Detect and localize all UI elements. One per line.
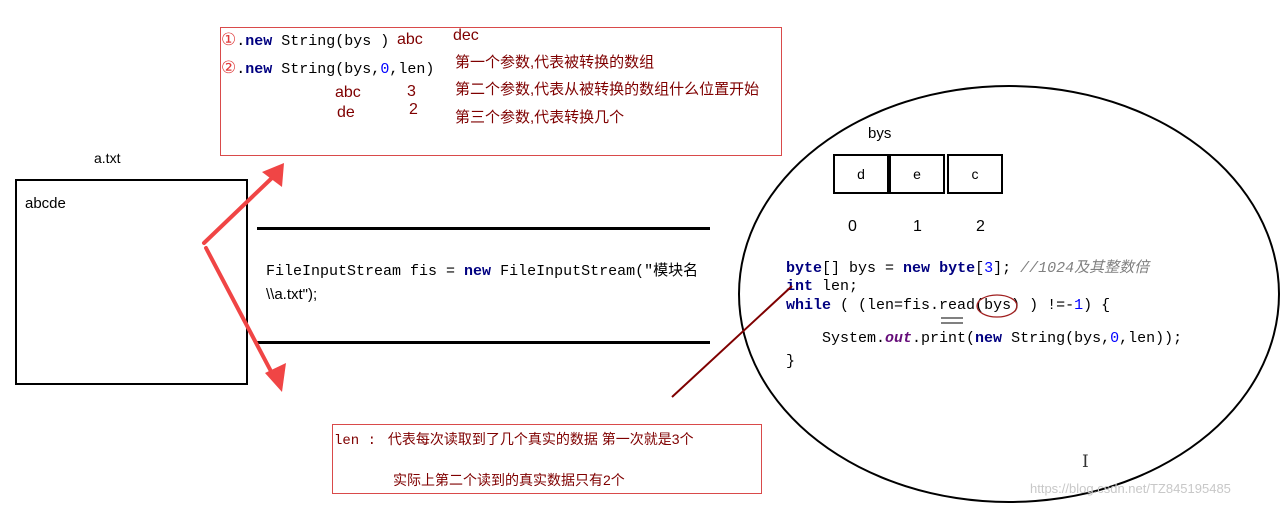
read-code-line-5: }: [786, 353, 796, 370]
stream-top-rule: [257, 227, 710, 230]
example-3: 3: [407, 83, 416, 100]
stream-code-line-1: FileInputStream fis = new FileInputStrea…: [266, 263, 699, 280]
bottom-note-line-2: 实际上第二个读到的真实数据只有2个: [393, 472, 625, 488]
read-code-line-2: int len;: [786, 278, 859, 295]
read-code-line-3: while ( (len=fis.read(bys) ) !=-1) {: [786, 297, 1111, 314]
dark-connector-line: [671, 285, 793, 398]
bys-index-2: 2: [976, 218, 985, 235]
red-arrow-down-icon: [204, 246, 286, 392]
circled-1-marker: ①: [221, 30, 237, 50]
top-note-box: [220, 27, 782, 156]
stream-bottom-rule: [257, 341, 710, 344]
watermark: https://blog.csdn.net/TZ845195485: [1030, 481, 1231, 496]
bys-index-0: 0: [848, 218, 857, 235]
param-desc-1: 第一个参数,代表被转换的数组: [455, 54, 655, 71]
circle-outline: [738, 85, 1280, 503]
circled-2-marker: ②: [221, 58, 237, 78]
read-code-line-4: System.out.print(new String(bys,0,len));: [822, 330, 1183, 347]
top-note-value-dec: dec: [453, 27, 479, 44]
example-2: 2: [409, 101, 418, 118]
bottom-note-box: [332, 424, 762, 494]
bys-label: bys: [868, 125, 892, 142]
bys-index-1: 1: [913, 218, 922, 235]
bottom-note-line-1: len : 代表每次读取到了几个真实的数据 第一次就是3个: [334, 431, 694, 449]
file-content: abcde: [25, 195, 66, 212]
bys-cell-0: d: [833, 154, 889, 194]
text-cursor-icon: I: [1082, 452, 1089, 472]
param-desc-3: 第三个参数,代表转换几个: [455, 109, 625, 126]
red-arrow-up-icon: [202, 163, 284, 245]
len-label: len: [334, 433, 360, 449]
file-box: [15, 179, 248, 385]
stream-code-line-2: \\a.txt");: [266, 286, 318, 303]
file-name-label: a.txt: [94, 150, 121, 166]
read-code-line-1: byte[] bys = new byte[3]; //1024及其整数倍: [786, 260, 1150, 277]
param-desc-2: 第二个参数,代表从被转换的数组什么位置开始: [455, 81, 760, 98]
top-note-value-abc: abc: [397, 31, 423, 48]
top-note-line-2: ②.new String(bys,0,len): [221, 58, 435, 78]
example-abc: abc: [335, 84, 361, 101]
bys-circle-mark: [976, 294, 1018, 318]
bys-cell-1: e: [889, 154, 945, 194]
bys-cell-2: c: [947, 154, 1003, 194]
top-note-line-1: ①.new String(bys ): [221, 30, 390, 50]
example-de: de: [337, 104, 355, 121]
